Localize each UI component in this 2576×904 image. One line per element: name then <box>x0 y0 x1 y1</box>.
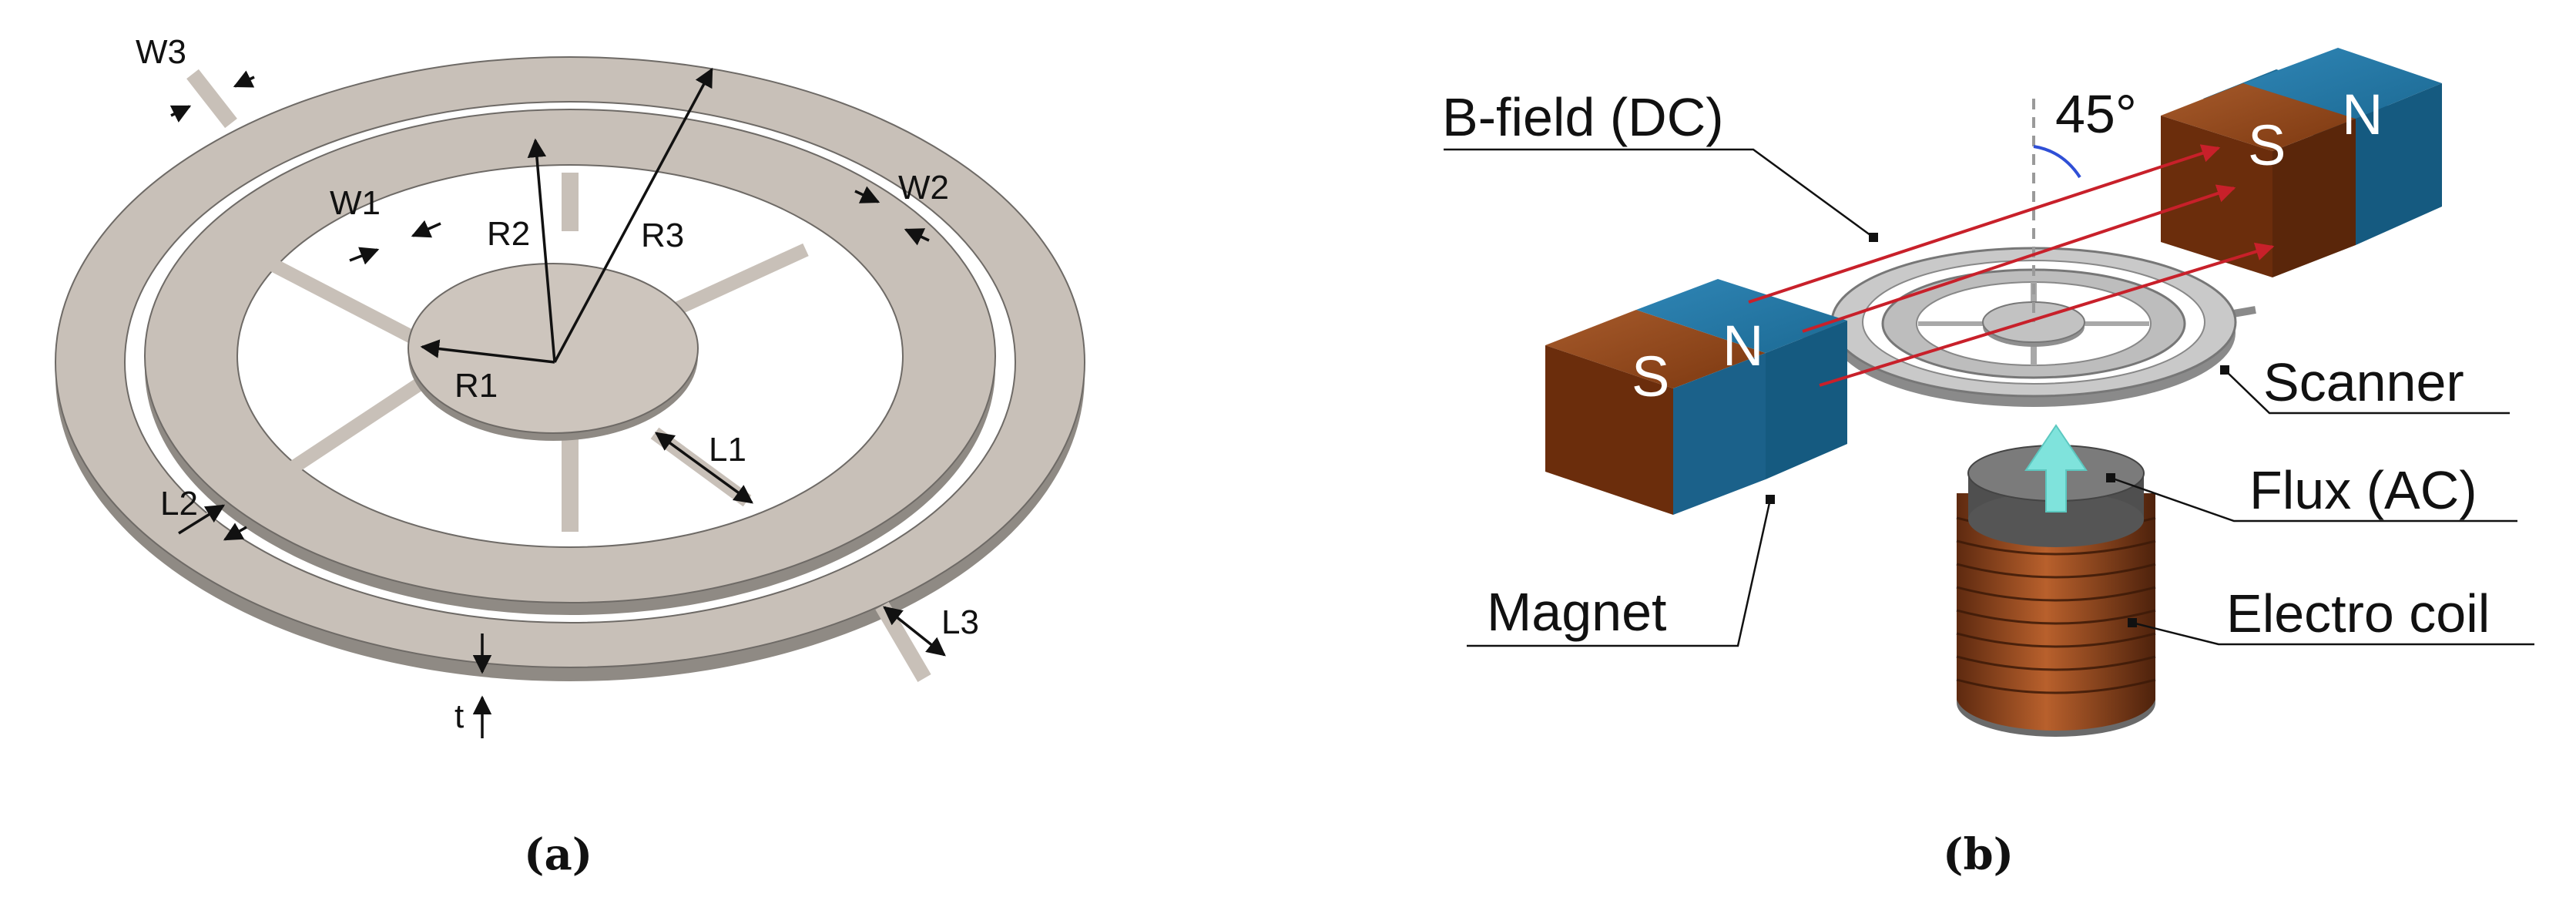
scanner <box>1794 247 2256 407</box>
label-l3: L3 <box>941 603 979 641</box>
callout-coil: Electro coil <box>2128 583 2534 646</box>
right-magnet: S N <box>2161 48 2442 277</box>
callout-bfield-text: B-field (DC) <box>1442 87 1724 147</box>
label-l1: L1 <box>709 431 746 469</box>
field-lines <box>1748 144 2275 387</box>
caption-a: (a) <box>524 829 592 880</box>
w1-arrow-left <box>349 247 380 265</box>
label-r1: R1 <box>454 367 498 405</box>
right-magnet-south-top <box>2161 83 2356 151</box>
flux-arrow <box>2024 424 2088 512</box>
angle-label: 45° <box>2055 84 2137 144</box>
r3-arrow <box>553 67 713 363</box>
callout-magnet-text: Magnet <box>1487 582 1666 642</box>
l2-arrow-left <box>178 504 226 535</box>
l3-arrow <box>883 606 946 657</box>
panel-a: R1 R2 R3 W3 W1 W2 L1 L2 L3 t (a) <box>55 33 1085 880</box>
left-magnet-south-top <box>1545 310 1766 388</box>
right-magnet-north-top <box>2243 48 2442 119</box>
label-r2: R2 <box>487 215 530 253</box>
left-magnet-n-label: N <box>1722 314 1763 378</box>
r2-arrow <box>527 138 556 363</box>
left-magnet-north-top <box>1636 279 1847 353</box>
panel-b: S N 45° S N <box>1442 48 2534 880</box>
w3-arrow-right <box>233 70 255 88</box>
left-magnet-s-label: S <box>1632 344 1669 408</box>
label-t: t <box>454 697 464 735</box>
callout-flux: Flux (AC) <box>2106 460 2517 523</box>
label-r3: R3 <box>641 217 684 254</box>
l2-arrow-right <box>223 523 247 541</box>
left-magnet-north-front <box>1673 353 1766 515</box>
w3-arrow-left <box>169 105 192 123</box>
w2-arrow-right <box>904 228 930 246</box>
angle-arc <box>2033 145 2081 179</box>
callout-coil-text: Electro coil <box>2226 583 2490 644</box>
label-w3: W3 <box>136 33 186 71</box>
callout-scanner-text: Scanner <box>2263 352 2464 412</box>
l1-arrow <box>655 432 753 504</box>
right-magnet-north-side <box>2356 83 2442 245</box>
caption-b: (b) <box>1943 829 2014 880</box>
label-w1: W1 <box>330 184 381 222</box>
label-l2: L2 <box>160 485 198 523</box>
r1-arrow <box>420 339 555 364</box>
left-magnet: S N <box>1545 279 1847 515</box>
w1-arrow-right <box>411 220 441 238</box>
left-magnet-south-front <box>1545 345 1673 515</box>
callout-bfield: B-field (DC) <box>1442 87 1878 242</box>
callout-flux-text: Flux (AC) <box>2249 460 2477 520</box>
electro-coil <box>1956 445 2156 737</box>
callout-magnet: Magnet <box>1467 495 1775 647</box>
right-magnet-s-label: S <box>2248 113 2286 177</box>
callout-scanner: Scanner <box>2220 352 2510 415</box>
right-magnet-n-label: N <box>2342 82 2383 146</box>
w2-arrow-left <box>854 186 880 203</box>
label-w2: W2 <box>898 169 949 207</box>
